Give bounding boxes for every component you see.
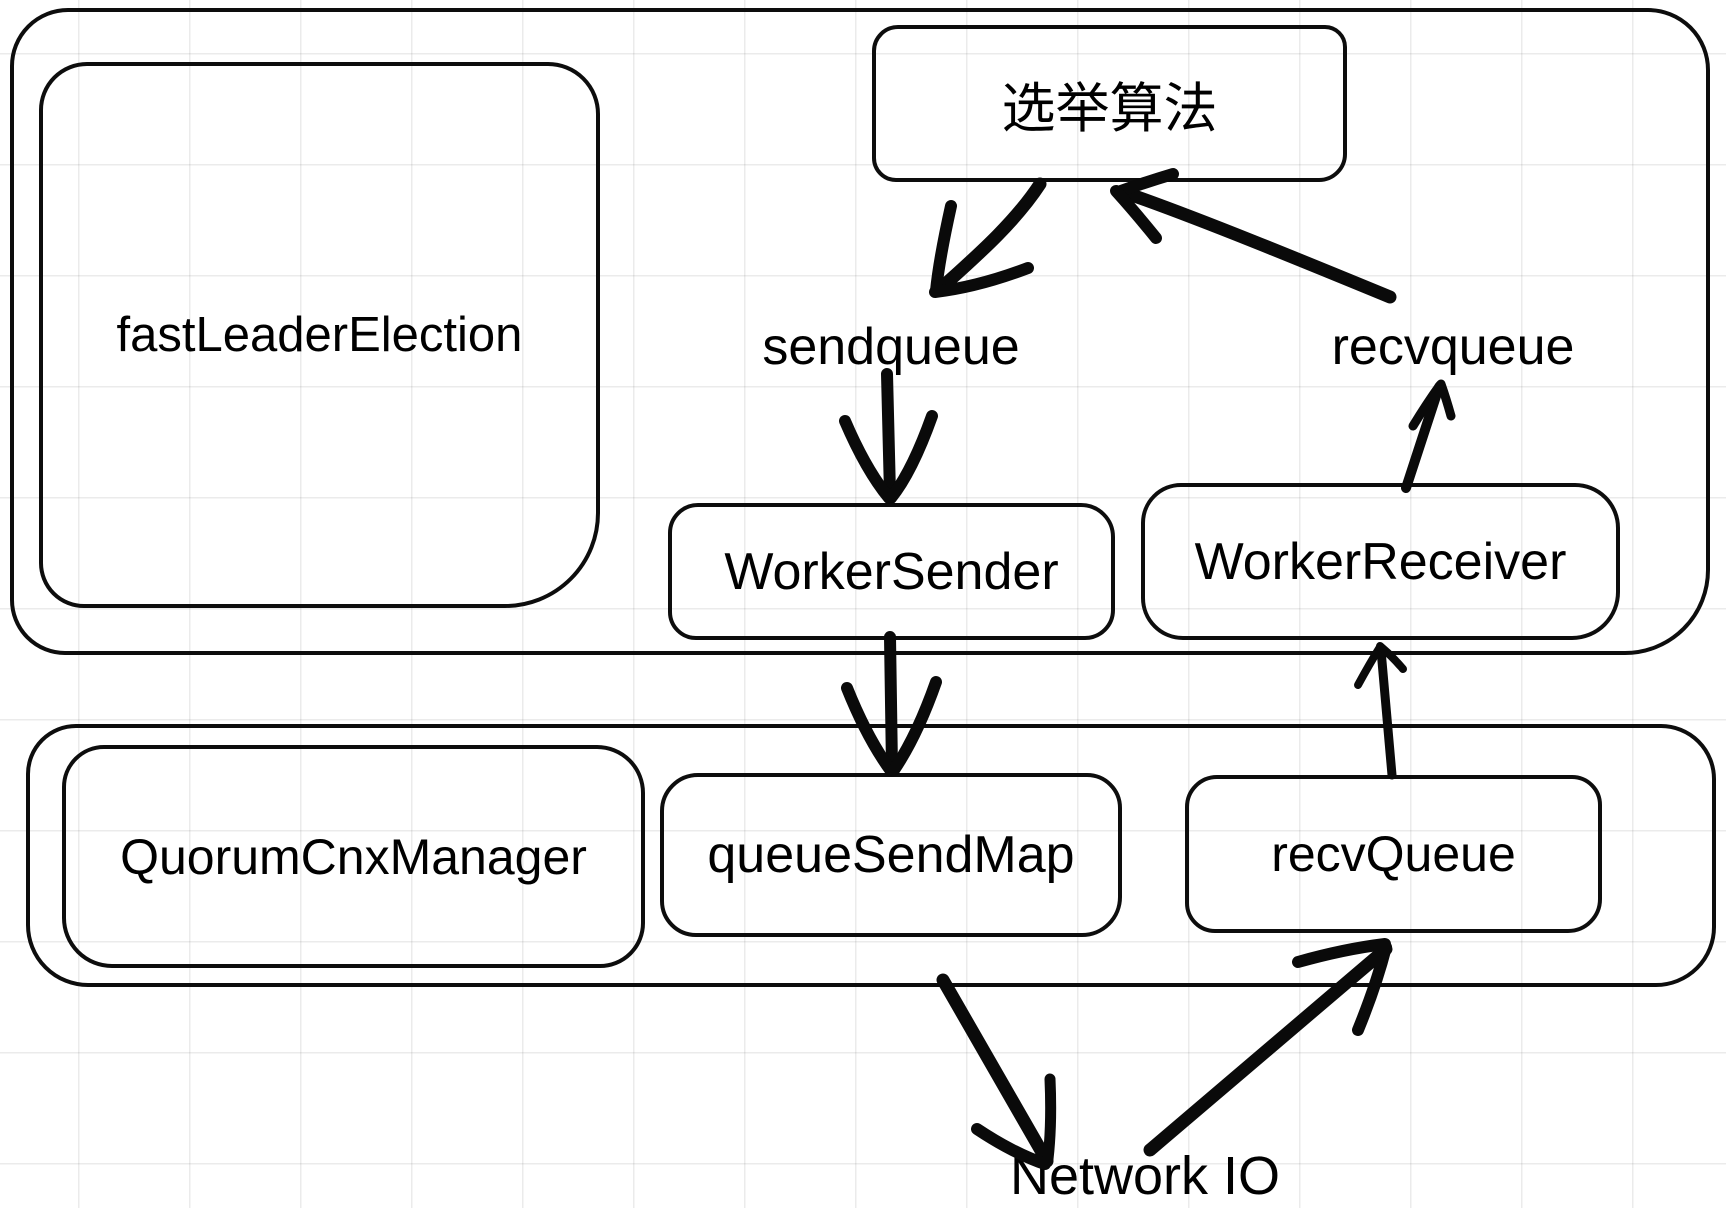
node-election-algorithm: 选举算法	[872, 25, 1347, 182]
arrow-queuesendmap-to-networkio	[936, 973, 1057, 1170]
label-network-io: Network IO	[1009, 1146, 1281, 1206]
node-election-algorithm-label: 选举算法	[1001, 79, 1218, 139]
node-fast-leader-election: fastLeaderElection	[39, 62, 600, 608]
node-worker-sender-label: WorkerSender	[724, 542, 1059, 601]
node-worker-receiver-label: WorkerReceiver	[1194, 532, 1567, 591]
node-recv-queue-label: recvQueue	[1271, 826, 1516, 882]
node-quorum-cnx-manager-label: QuorumCnxManager	[120, 828, 587, 885]
label-recvqueue: recvqueue	[1331, 318, 1575, 376]
node-worker-receiver: WorkerReceiver	[1141, 483, 1620, 640]
node-queue-send-map: queueSendMap	[660, 773, 1122, 937]
node-worker-sender: WorkerSender	[668, 503, 1115, 640]
label-sendqueue: sendqueue	[762, 318, 1020, 376]
node-fast-leader-election-label: fastLeaderElection	[116, 308, 523, 362]
node-queue-send-map-label: queueSendMap	[707, 826, 1075, 884]
election-layer-container	[10, 8, 1710, 655]
node-recv-queue: recvQueue	[1185, 775, 1602, 933]
node-quorum-cnx-manager: QuorumCnxManager	[62, 745, 645, 968]
